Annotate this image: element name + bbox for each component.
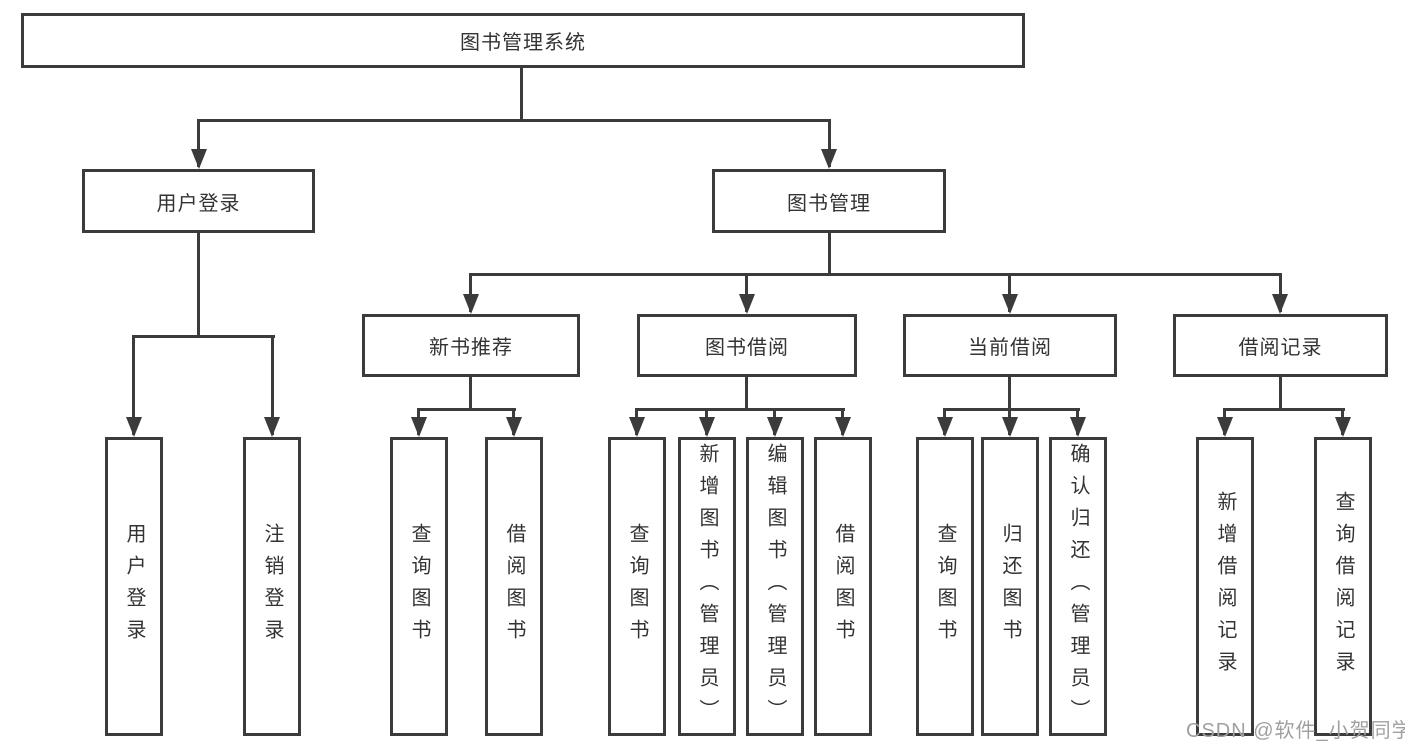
connector-line <box>469 273 472 312</box>
leaf-br-add-record: 新增借阅记录 <box>1196 437 1254 736</box>
arrow-down-icon <box>1335 417 1351 437</box>
node-book-management: 图书管理 <box>712 169 946 233</box>
node-book-management-label: 图书管理 <box>787 192 871 215</box>
leaf-bb-add-book-label: 新增图书（管理员） <box>696 442 718 731</box>
arrow-down-icon <box>411 417 427 437</box>
connector-line <box>1008 377 1011 408</box>
connector-line <box>828 119 831 167</box>
leaf-bb-query-book-label: 查询图书 <box>626 522 648 651</box>
node-borrow-record: 借阅记录 <box>1173 314 1388 377</box>
leaf-cb-query-book: 查询图书 <box>916 437 974 736</box>
leaf-rec-borrow-book-label: 借阅图书 <box>503 522 525 651</box>
leaf-cb-confirm-return: 确认归还（管理员） <box>1049 437 1107 736</box>
leaf-cb-query-book-label: 查询图书 <box>934 522 956 651</box>
arrow-down-icon <box>629 417 645 437</box>
csdn-watermark: CSDN @软件_小贺同学 <box>1186 720 1405 742</box>
leaf-bb-add-book: 新增图书（管理员） <box>678 437 736 736</box>
connector-line <box>469 273 1282 276</box>
leaf-cb-return-book-label: 归还图书 <box>999 522 1021 651</box>
leaf-logout: 注销登录 <box>243 437 301 736</box>
leaf-br-query-record: 查询借阅记录 <box>1314 437 1372 736</box>
connector-line <box>197 233 200 335</box>
arrow-down-icon <box>1272 294 1288 314</box>
leaf-rec-query-book-label: 查询图书 <box>408 522 430 651</box>
leaf-br-add-record-label: 新增借阅记录 <box>1214 490 1236 683</box>
node-book-borrow-label: 图书借阅 <box>705 337 789 359</box>
connector-line <box>635 408 845 411</box>
leaf-bb-borrow-book: 借阅图书 <box>814 437 872 736</box>
leaf-rec-borrow-book: 借阅图书 <box>485 437 543 736</box>
leaf-logout-label: 注销登录 <box>261 522 283 651</box>
leaf-bb-edit-book: 编辑图书（管理员） <box>746 437 804 736</box>
arrow-down-icon <box>835 417 851 437</box>
node-new-book-recommend: 新书推荐 <box>362 314 580 377</box>
connector-line <box>197 119 831 122</box>
leaf-bb-edit-book-label: 编辑图书（管理员） <box>764 442 786 731</box>
connector-line <box>1008 273 1011 312</box>
arrow-down-icon <box>1002 417 1018 437</box>
arrow-down-icon <box>191 149 207 169</box>
arrow-down-icon <box>1217 417 1233 437</box>
leaf-user-login-label: 用户登录 <box>123 522 145 651</box>
connector-line <box>417 408 516 411</box>
arrow-down-icon <box>739 294 755 314</box>
connector-line <box>132 335 275 338</box>
leaf-rec-query-book: 查询图书 <box>390 437 448 736</box>
arrow-down-icon <box>937 417 953 437</box>
node-root: 图书管理系统 <box>21 13 1025 68</box>
connector-line <box>1223 408 1345 411</box>
connector-line <box>520 68 523 119</box>
leaf-user-login: 用户登录 <box>105 437 163 736</box>
node-book-borrow: 图书借阅 <box>637 314 857 377</box>
connector-line <box>828 233 831 273</box>
arrow-down-icon <box>1002 294 1018 314</box>
connector-line <box>271 335 274 435</box>
node-user-login-label: 用户登录 <box>156 192 241 215</box>
arrow-down-icon <box>821 149 837 169</box>
leaf-cb-confirm-return-label: 确认归还（管理员） <box>1067 442 1089 731</box>
connector-line <box>1279 273 1282 312</box>
connector-line <box>943 408 1080 411</box>
connector-line <box>745 377 748 408</box>
connector-line <box>1279 377 1282 408</box>
arrow-down-icon <box>767 417 783 437</box>
leaf-br-query-record-label: 查询借阅记录 <box>1332 490 1354 683</box>
node-borrow-record-label: 借阅记录 <box>1238 337 1323 359</box>
connector-line <box>469 377 472 408</box>
leaf-cb-return-book: 归还图书 <box>981 437 1039 736</box>
arrow-down-icon <box>264 417 280 437</box>
connector-line <box>132 335 135 435</box>
node-current-borrow-label: 当前借阅 <box>968 337 1052 359</box>
connector-line <box>745 273 748 312</box>
node-current-borrow: 当前借阅 <box>903 314 1117 377</box>
arrow-down-icon <box>699 417 715 437</box>
arrow-down-icon <box>1070 417 1086 437</box>
node-root-label: 图书管理系统 <box>460 32 586 54</box>
arrow-down-icon <box>506 417 522 437</box>
connector-line <box>197 119 200 167</box>
node-user-login: 用户登录 <box>82 169 315 233</box>
leaf-bb-borrow-book-label: 借阅图书 <box>832 522 854 651</box>
node-new-book-recommend-label: 新书推荐 <box>429 337 513 359</box>
arrow-down-icon <box>126 417 142 437</box>
leaf-bb-query-book: 查询图书 <box>608 437 666 736</box>
arrow-down-icon <box>463 294 479 314</box>
